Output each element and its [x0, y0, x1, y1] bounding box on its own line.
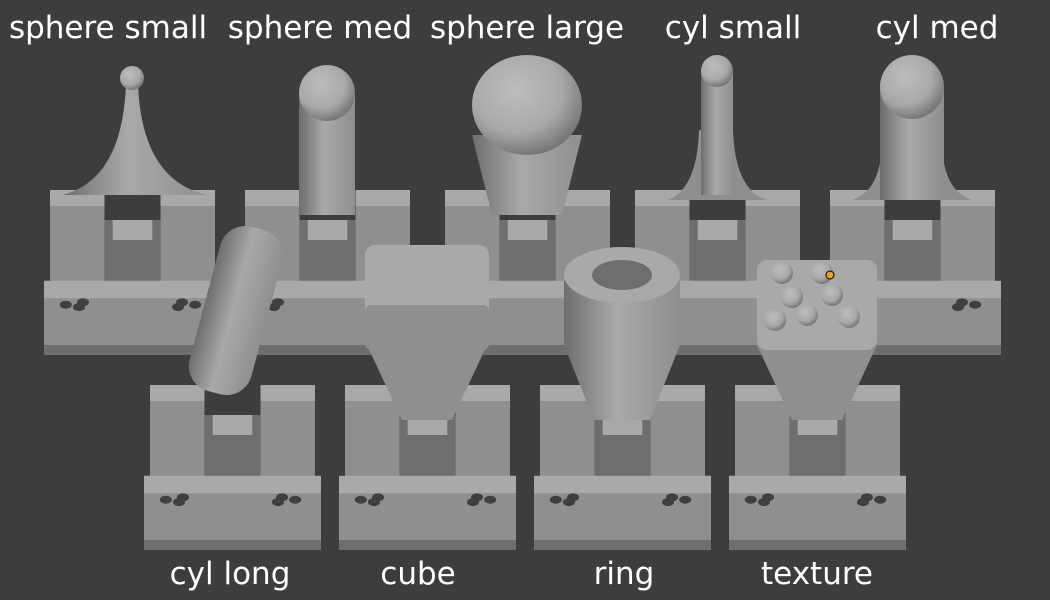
- label-cyl-med: cyl med: [875, 10, 999, 46]
- part-cyl-long: [144, 225, 321, 550]
- label-ring: ring: [593, 556, 655, 592]
- label-sphere-small: sphere small: [8, 10, 208, 46]
- part-sphere-med: [239, 65, 416, 355]
- label-cube: cube: [380, 556, 456, 592]
- part-ring: [534, 247, 711, 550]
- part-sphere-small: [44, 66, 221, 355]
- label-cyl-long: cyl long: [169, 556, 291, 592]
- label-cyl-small: cyl small: [664, 10, 802, 46]
- label-texture: texture: [761, 556, 873, 592]
- part-cube: [339, 245, 516, 550]
- part-texture: [729, 260, 906, 550]
- part-cyl-med: [824, 55, 1001, 355]
- label-sphere-med: sphere med: [227, 10, 413, 46]
- label-sphere-large: sphere large: [429, 10, 625, 46]
